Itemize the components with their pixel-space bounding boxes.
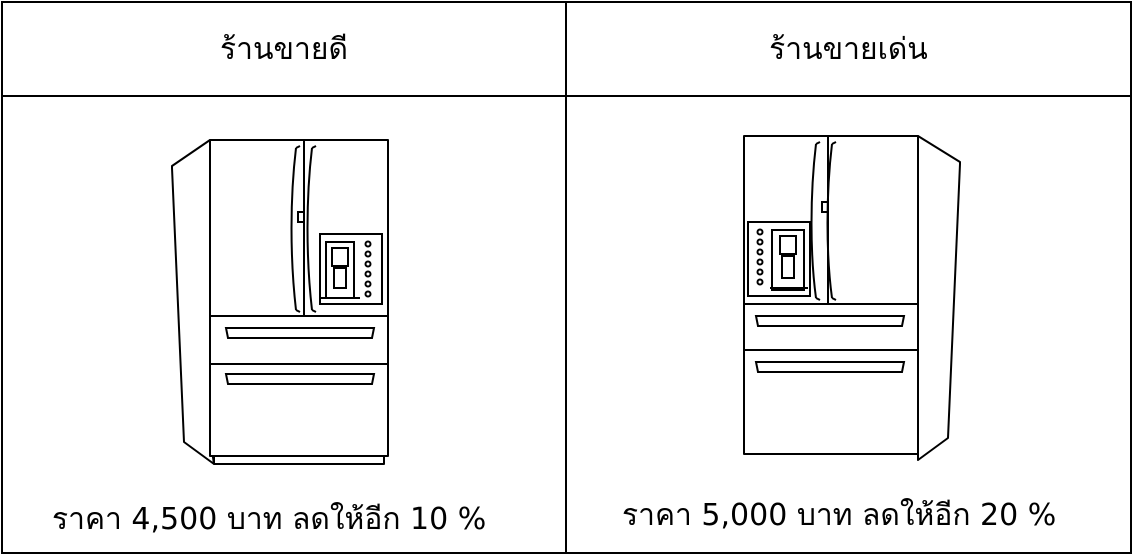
store-name-right: ร้านขายเด่น [769, 31, 928, 67]
store-name-cell-right: ร้านขายเด่น [567, 3, 1130, 95]
refrigerator-image-right [743, 135, 961, 461]
table-border-right [1130, 1, 1132, 554]
store-name-left: ร้านขายดี [220, 31, 348, 67]
price-text-right: ราคา 5,000 บาท ลดให้อีก 20 % [622, 498, 1057, 533]
store-name-cell-left: ร้านขายดี [3, 3, 565, 95]
price-text-left: ราคา 4,500 บาท ลดให้อีก 10 % [52, 502, 487, 537]
table-divider-vertical [565, 1, 567, 554]
refrigerator-image-left [171, 139, 389, 465]
table-divider-horizontal [1, 95, 1132, 97]
table-border-left [1, 1, 3, 554]
